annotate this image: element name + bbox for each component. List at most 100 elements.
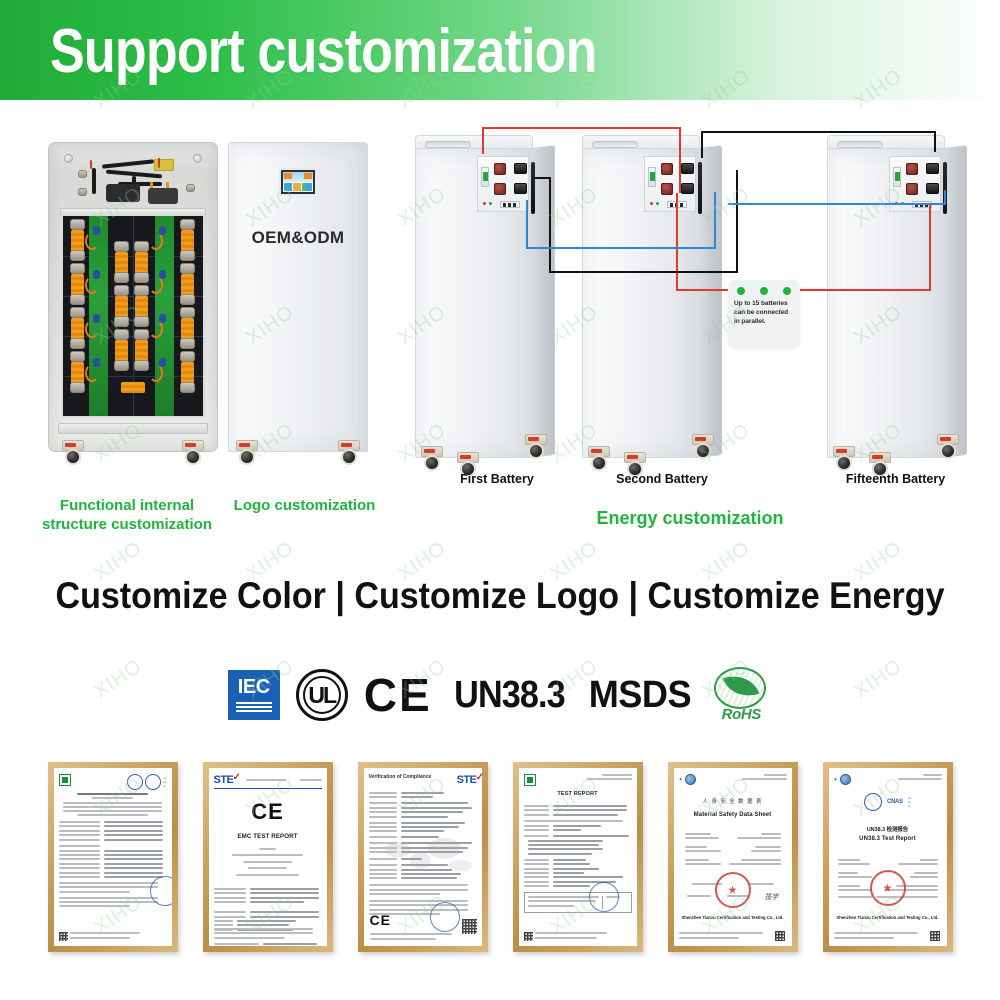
- ul-inner-ring-icon: [302, 676, 341, 714]
- qr-code-icon: [58, 932, 68, 941]
- certificate-title: TEST REPORT: [557, 791, 598, 797]
- certificate-page: ▪▪▪▪▪▪▪▪: [53, 768, 172, 946]
- terminal-nut-icon: [78, 188, 87, 196]
- certificate-page: TEST REPORT: [518, 768, 637, 946]
- caster-wheel-icon: [338, 440, 360, 466]
- caption-second-battery: Second Battery: [616, 472, 708, 486]
- status-dot-green: [760, 287, 768, 295]
- certificate-item[interactable]: STE✓ CE EMC TEST REPORT: [202, 762, 333, 952]
- status-indicator-dots: [734, 287, 795, 299]
- iec-lines-icon: [235, 702, 272, 714]
- ste-logo-icon: STE✓: [213, 772, 241, 786]
- connector-port: [681, 163, 694, 174]
- caption-logo-customization: Logo customization: [233, 497, 376, 514]
- certificate-ce-mark: CE: [369, 912, 391, 928]
- rohs-leaf-icon: RoHS: [710, 667, 772, 723]
- certificate-page: ✦ 人 身 安 全 数 据 表 Material Safety Data She…: [673, 768, 792, 946]
- rohs-label: RoHS: [721, 706, 762, 723]
- wire-red: [158, 158, 160, 168]
- caster-wheel-icon: [588, 446, 610, 472]
- certificate-page: ✦ CNAS ▪▪▪▪▪▪▪▪ UN38.3 检测报告 UN38.3 Test …: [828, 768, 947, 946]
- terminal-negative: [494, 183, 506, 195]
- cnas-logo-text: CNAS: [886, 799, 903, 805]
- terminal-positive: [494, 163, 506, 175]
- lab-seal-icon: [684, 774, 696, 785]
- caster-wheel-icon: [182, 440, 204, 466]
- wire-black: [118, 182, 162, 186]
- caster-wheel-icon: [62, 440, 84, 466]
- ilac-logo-icon: [863, 793, 882, 811]
- note-line-2: can be connected: [734, 309, 789, 316]
- caster-wheel-icon: [525, 434, 547, 460]
- pack-bottom-plate: [58, 423, 208, 434]
- note-line-1: Up to 15 batteries: [734, 300, 788, 307]
- certificate-title: UN38.3 Test Report: [859, 836, 916, 842]
- caster-wheel-icon: [236, 440, 258, 466]
- qr-code-icon: [774, 931, 785, 941]
- lcd-display-icon: [279, 168, 317, 196]
- blue-stamp-icon: [429, 902, 460, 932]
- certificate-title: Verification of Compliance: [368, 774, 432, 780]
- contactor-icon: [148, 188, 178, 204]
- caster-wheel-icon: [833, 446, 855, 472]
- status-dot-green: [783, 287, 791, 295]
- antenna-icon: [531, 162, 535, 214]
- certificate-item[interactable]: TEST REPORT: [512, 762, 643, 952]
- wire-black: [92, 168, 96, 194]
- certificate-title: EMC TEST REPORT: [237, 833, 298, 840]
- brand-logo-text: OEM&ODM: [251, 228, 345, 247]
- battery-unit-fifteenth: [827, 135, 967, 477]
- terminal-nut-icon: [78, 170, 87, 178]
- caption-energy-customization: Energy customization: [596, 508, 784, 528]
- contactor-icon: [106, 184, 140, 202]
- red-seal-stamp-icon: [869, 870, 906, 906]
- connector-port: [926, 183, 939, 194]
- connector-port: [514, 163, 527, 174]
- terminal-positive: [661, 163, 673, 175]
- connector-port: [681, 183, 694, 194]
- certificate-issuer: Shenzhen Tianzu Certification and Testin…: [681, 915, 784, 920]
- terminal-panel: [477, 156, 529, 212]
- certificate-page: Verification of Compliance STE✓: [363, 768, 482, 946]
- page-title: Support customization: [50, 17, 597, 86]
- qr-code-icon: [523, 932, 533, 941]
- caption-fifteenth-battery: Fifteenth Battery: [845, 472, 946, 486]
- certificate-page: STE✓ CE EMC TEST REPORT: [208, 768, 327, 946]
- certificate-item[interactable]: ▪▪▪▪▪▪▪▪: [47, 762, 178, 952]
- terminal-panel: [644, 156, 696, 212]
- fuse-module-icon: [154, 159, 174, 171]
- caster-wheel-icon: [937, 434, 959, 460]
- world-map-watermark: [372, 821, 473, 893]
- battery-unit-second: [582, 135, 722, 477]
- accreditation-seal-icon: [145, 774, 162, 790]
- ul-badge-icon: UL: [295, 669, 348, 721]
- wire-black: [101, 159, 155, 169]
- caption-first-battery: First Battery: [460, 472, 534, 486]
- blue-stamp-icon: [588, 882, 619, 912]
- terminal-panel: [889, 156, 941, 212]
- antenna-icon: [698, 162, 702, 214]
- caption-internal-structure: Functional internal structure customizat…: [41, 497, 213, 533]
- un383-mark-icon: UN38.3: [453, 673, 565, 716]
- red-seal-stamp-icon: [714, 872, 751, 908]
- qr-code-icon: [929, 931, 940, 941]
- msds-mark-icon: MSDS: [589, 673, 692, 716]
- certificate-item[interactable]: ✦ CNAS ▪▪▪▪▪▪▪▪ UN38.3 检测报告 UN38.3 Test …: [822, 762, 953, 952]
- caster-wheel-icon: [624, 452, 646, 478]
- certificate-item[interactable]: ✦ 人 身 安 全 数 据 表 Material Safety Data She…: [667, 762, 798, 952]
- note-line-3: in parallel.: [734, 318, 766, 325]
- shell-bolt-icon: [193, 154, 202, 163]
- wire-red: [90, 160, 92, 169]
- certificate-gallery: ▪▪▪▪▪▪▪▪: [0, 762, 1000, 962]
- connector-port: [926, 163, 939, 174]
- product-image-logo-customization: OEM&ODM: [228, 142, 368, 465]
- page-header: Support customization: [0, 0, 1000, 100]
- certification-logo-row: IEC UL CE UN38.3 MSDS RoHS: [0, 655, 1000, 735]
- certificate-item[interactable]: Verification of Compliance STE✓: [357, 762, 488, 952]
- ste-logo-icon: STE✓: [456, 772, 482, 786]
- product-image-internal-structure: [48, 142, 218, 465]
- caster-wheel-icon: [421, 446, 443, 472]
- customization-tagline: Customize Color | Customize Logo | Custo…: [55, 575, 945, 616]
- qr-code-icon: [461, 919, 477, 934]
- battery-unit-first: [415, 135, 555, 477]
